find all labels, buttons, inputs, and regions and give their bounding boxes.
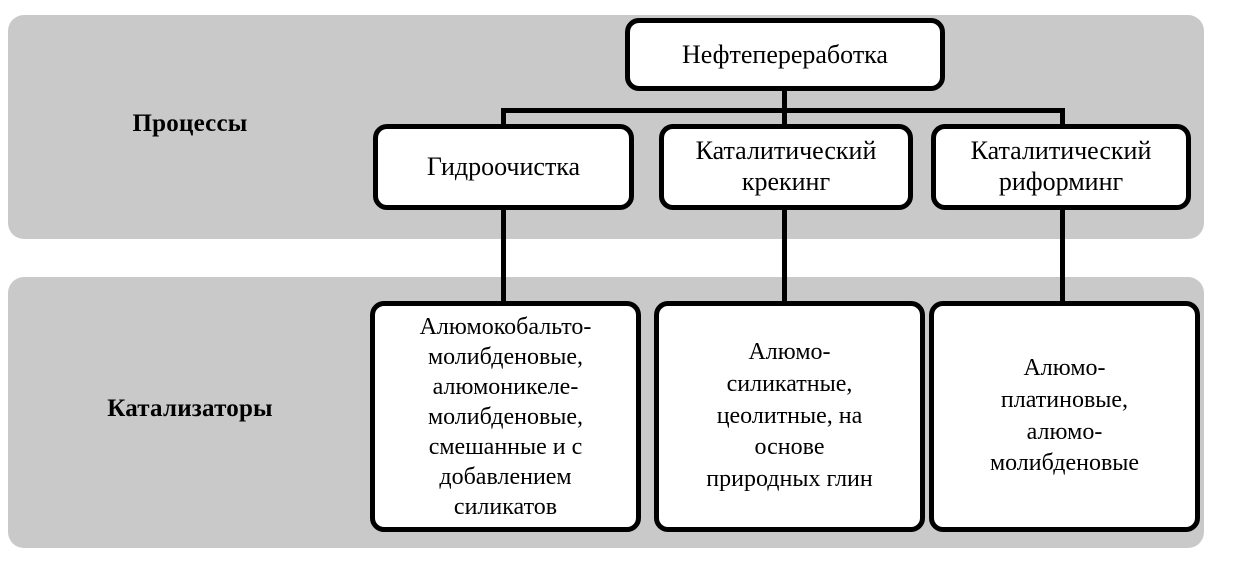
connector-root-stem xyxy=(782,88,787,113)
node-root-label: Нефтепереработка xyxy=(682,39,888,69)
node-catalyst-hydrotreating[interactable]: Алюмокобальто- молибденовые, алюмоникеле… xyxy=(370,301,641,532)
node-catalyst-cat-reforming-label: Алюмо- платиновые, алюмо- молибденовые xyxy=(989,355,1140,477)
connector-bus-to-cat-reforming xyxy=(1060,108,1065,128)
node-process-cat-cracking[interactable]: Каталитический крекинг xyxy=(659,124,913,210)
row-label-catalysts: Катализаторы xyxy=(107,395,273,422)
connector-bus-to-hydrotreating xyxy=(501,108,506,128)
node-process-cat-cracking-label: Каталитический крекинг xyxy=(695,136,877,196)
node-catalyst-cat-reforming[interactable]: Алюмо- платиновые, алюмо- молибденовые xyxy=(929,301,1200,532)
node-root[interactable]: Нефтепереработка xyxy=(625,18,945,91)
row-label-processes: Процессы xyxy=(132,110,248,137)
node-catalyst-cat-cracking-label: Алюмо- силикатные, цеолитные, на основе … xyxy=(706,339,873,492)
node-process-cat-reforming[interactable]: Каталитический риформинг xyxy=(931,124,1191,210)
node-catalyst-cat-cracking[interactable]: Алюмо- силикатные, цеолитные, на основе … xyxy=(654,301,925,532)
node-catalyst-hydrotreating-label: Алюмокобальто- молибденовые, алюмоникеле… xyxy=(419,313,592,520)
connector-hydrotreating-to-catalyst xyxy=(501,206,506,306)
connector-bus-to-cat-cracking xyxy=(782,108,787,128)
connector-cat-cracking-to-catalyst xyxy=(782,206,787,306)
connector-cat-reforming-to-catalyst xyxy=(1060,206,1065,306)
node-process-hydrotreating[interactable]: Гидроочистка xyxy=(373,124,634,210)
node-process-cat-reforming-label: Каталитический риформинг xyxy=(970,136,1152,196)
node-process-hydrotreating-label: Гидроочистка xyxy=(426,152,581,181)
